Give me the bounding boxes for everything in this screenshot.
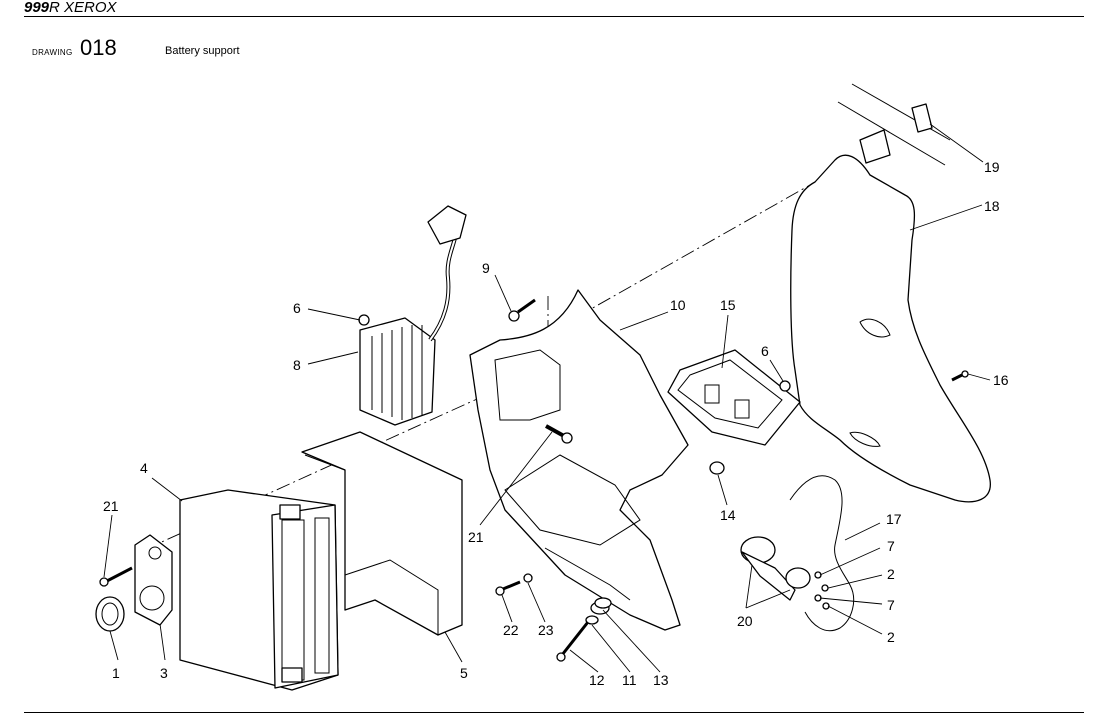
callout-21-center: 21 <box>468 529 484 545</box>
callout-18: 18 <box>984 198 1000 214</box>
callout-20: 20 <box>737 613 753 629</box>
drawing-number: 018 <box>80 35 117 60</box>
callout-19: 19 <box>984 159 1000 175</box>
header-rule <box>24 16 1084 17</box>
callout-3: 3 <box>160 665 168 681</box>
callout-13: 13 <box>653 672 669 688</box>
callout-labels: 1 3 4 21 5 6 8 9 10 15 6 14 21 22 23 12 … <box>103 159 1009 688</box>
footer-rule <box>24 712 1084 713</box>
part-12-bolt <box>556 621 590 662</box>
callout-6-left: 6 <box>293 300 301 316</box>
callout-6-right: 6 <box>761 343 769 359</box>
part-9-screw <box>508 298 536 322</box>
part-15-connector-block <box>667 349 801 446</box>
leader-lines <box>103 123 991 673</box>
callout-2-upper: 2 <box>887 566 895 582</box>
callout-22: 22 <box>503 622 519 638</box>
callout-11: 11 <box>622 672 637 688</box>
part-16-screw <box>951 370 969 382</box>
callout-14: 14 <box>720 507 736 523</box>
callout-2-lower: 2 <box>887 629 895 645</box>
model-number: 999 <box>24 0 50 16</box>
part-17-cable <box>789 475 855 632</box>
callout-17: 17 <box>886 511 902 527</box>
part-11-washer <box>585 615 599 625</box>
drawing-title: Battery support <box>165 45 240 57</box>
part-2-nut-lower <box>822 602 830 610</box>
part-14-grommet <box>709 461 725 475</box>
callout-9: 9 <box>482 260 490 276</box>
callout-10: 10 <box>670 297 686 313</box>
part-6-nut-left <box>358 314 370 326</box>
part-4-battery <box>179 489 339 691</box>
part-3-bracket <box>134 534 173 626</box>
part-10-battery-support <box>469 289 689 631</box>
callout-7-lower: 7 <box>887 597 895 613</box>
part-1-cap <box>95 596 125 632</box>
callout-15: 15 <box>720 297 736 313</box>
part-13-rubber-mount <box>590 597 612 615</box>
callout-8: 8 <box>293 357 301 373</box>
callout-16: 16 <box>993 372 1009 388</box>
part-23-washer <box>523 573 533 583</box>
part-22-screw <box>495 580 521 596</box>
callout-21-left: 21 <box>103 498 119 514</box>
callout-23: 23 <box>538 622 554 638</box>
callout-1: 1 <box>112 665 120 681</box>
callout-7-upper: 7 <box>887 538 895 554</box>
part-19-clip <box>837 83 951 166</box>
part-21-screw-left <box>99 566 133 587</box>
part-21-screw-center <box>545 424 573 444</box>
callout-12: 12 <box>589 672 605 688</box>
part-18-side-panel <box>790 154 991 503</box>
callout-4: 4 <box>140 460 148 476</box>
part-20-starter-relay <box>740 536 811 601</box>
part-8-regulator <box>359 205 467 426</box>
drawing-label: DRAWING <box>32 48 73 57</box>
document-title: 999R XEROX <box>24 0 117 16</box>
model-suffix: R XEROX <box>49 0 117 16</box>
part-6-nut-right <box>779 380 791 392</box>
callout-5: 5 <box>460 665 468 681</box>
part-2-nut-upper <box>821 584 829 592</box>
